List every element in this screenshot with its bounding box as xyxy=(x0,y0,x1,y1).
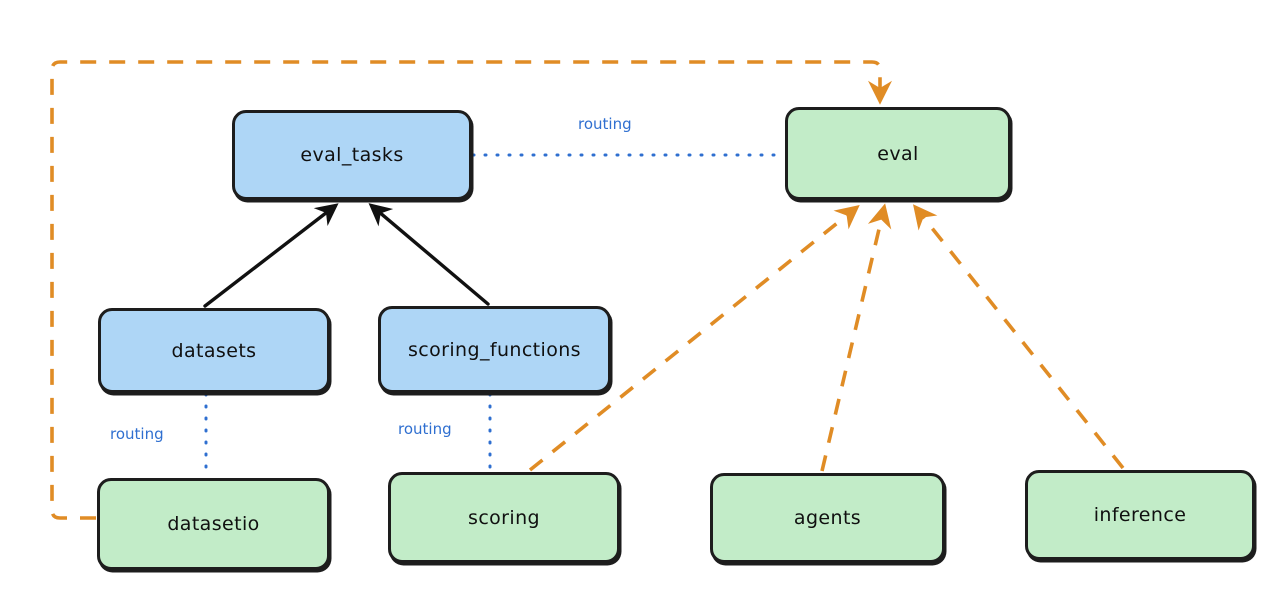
edge-datasets-to-eval-tasks xyxy=(203,203,339,308)
node-datasets-label: datasets xyxy=(171,339,257,362)
edge-label-routing-datasets: routing xyxy=(110,425,164,443)
node-datasetio-label: datasetio xyxy=(167,513,260,535)
node-eval-label: eval xyxy=(877,142,919,165)
node-datasets[interactable]: datasets xyxy=(98,308,330,393)
node-inference-label: inference xyxy=(1093,504,1187,526)
node-scoring-label: scoring xyxy=(468,506,540,529)
edge-label-routing-scoring-functions: routing xyxy=(398,420,452,438)
edge-scoring-functions-to-eval-tasks xyxy=(368,203,490,306)
node-eval[interactable]: eval xyxy=(785,107,1011,200)
node-agents-label: agents xyxy=(793,507,862,529)
node-scoring-functions-label: scoring_functions xyxy=(408,338,581,361)
node-agents[interactable]: agents xyxy=(710,473,945,563)
node-scoring[interactable]: scoring xyxy=(388,472,620,563)
edge-inference-to-eval xyxy=(913,204,1125,470)
node-scoring-functions[interactable]: scoring_functions xyxy=(378,306,611,393)
node-eval-tasks[interactable]: eval_tasks xyxy=(232,110,472,200)
edge-agents-to-eval xyxy=(820,203,892,472)
node-eval-tasks-label: eval_tasks xyxy=(300,144,404,166)
node-inference[interactable]: inference xyxy=(1025,470,1255,560)
node-datasetio[interactable]: datasetio xyxy=(97,478,330,570)
edge-label-routing-eval-tasks: routing xyxy=(578,115,632,133)
